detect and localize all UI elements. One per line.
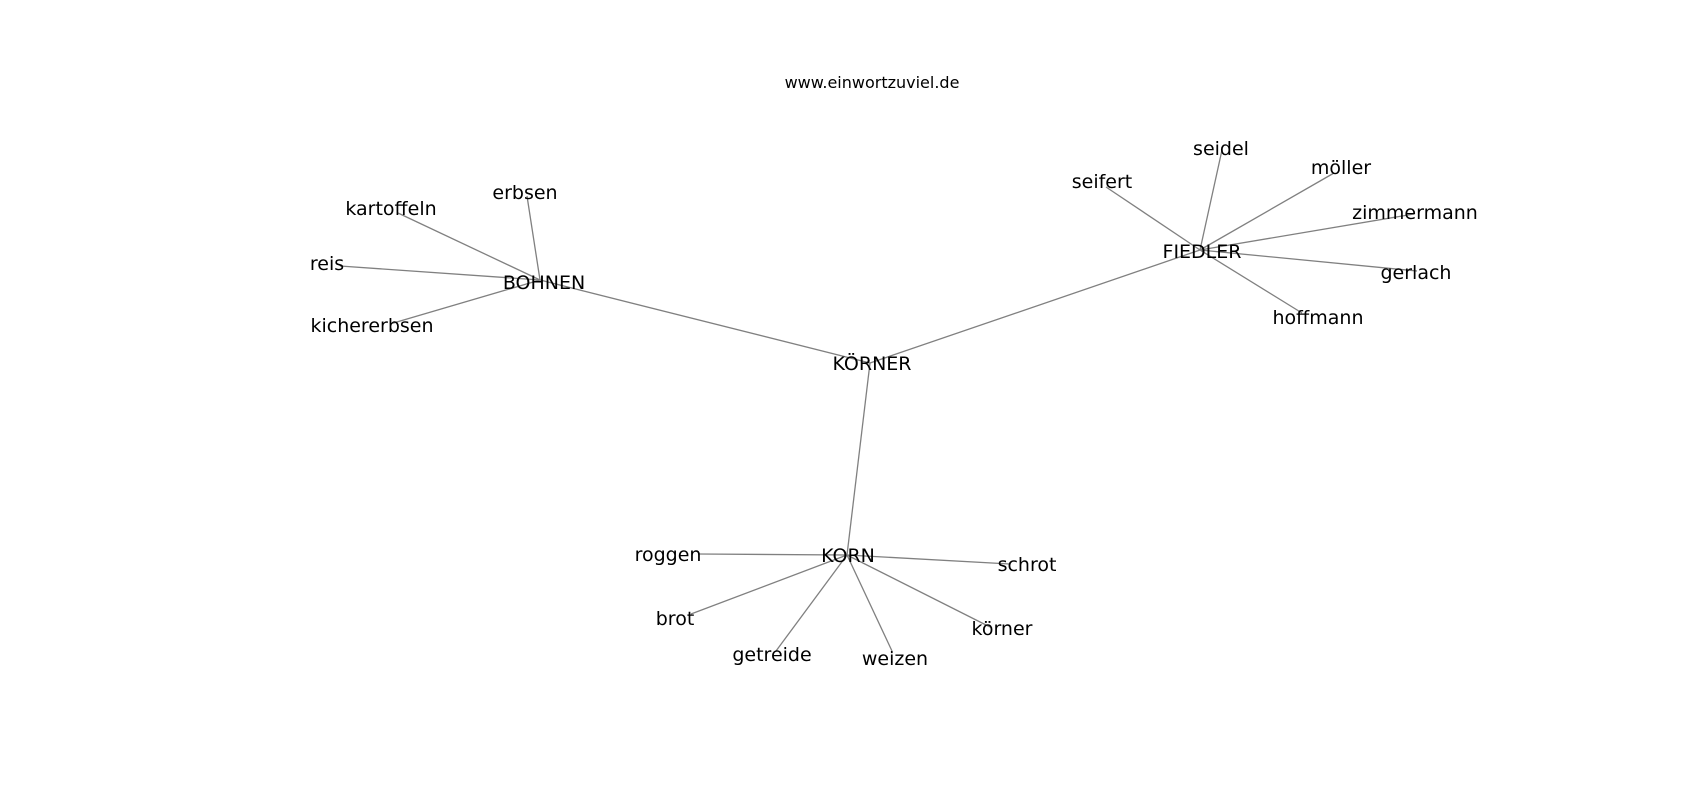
node-label-korn: KORN: [821, 545, 875, 567]
node-label-hoffmann: hoffmann: [1273, 307, 1364, 329]
node-label-koerner_center: KÖRNER: [833, 352, 912, 375]
node-label-zimmermann: zimmermann: [1352, 202, 1478, 224]
node-label-kartoffeln: kartoffeln: [345, 198, 436, 220]
edge-bohnen-kichererbsen: [389, 279, 541, 325]
node-label-gerlach: gerlach: [1381, 262, 1452, 284]
node-label-brot: brot: [656, 608, 695, 630]
edges-layer: [339, 149, 1418, 652]
edge-koerner_center-bohnen: [539, 279, 871, 364]
edge-bohnen-erbsen: [526, 195, 541, 281]
node-label-weizen: weizen: [862, 648, 928, 670]
edge-koerner_center-korn: [846, 362, 871, 556]
node-label-reis: reis: [310, 253, 344, 275]
edge-fiedler-hoffmann: [1199, 249, 1303, 314]
node-label-koerner_leaf: körner: [972, 618, 1033, 640]
node-label-moeller: möller: [1311, 157, 1371, 179]
node-label-seidel: seidel: [1193, 138, 1249, 160]
edge-korn-schrot: [846, 554, 1011, 565]
node-label-kichererbsen: kichererbsen: [310, 315, 433, 337]
edge-fiedler-gerlach: [1199, 249, 1418, 272]
edge-fiedler-seidel: [1199, 149, 1223, 251]
edge-korn-weizen: [846, 554, 893, 652]
edge-fiedler-zimmermann: [1199, 213, 1415, 251]
node-label-schrot: schrot: [998, 554, 1057, 576]
node-label-seifert: seifert: [1072, 171, 1133, 193]
edge-fiedler-moeller: [1199, 172, 1335, 251]
edge-koerner_center-fiedler: [869, 249, 1201, 364]
edge-korn-brot: [690, 554, 848, 615]
node-label-erbsen: erbsen: [492, 182, 557, 204]
edge-bohnen-reis: [339, 265, 541, 281]
site-title: www.einwortzuviel.de: [785, 73, 960, 92]
edge-fiedler-seifert: [1105, 186, 1201, 251]
node-label-bohnen: BOHNEN: [503, 272, 585, 294]
labels-layer: www.einwortzuviel.de KÖRNER BOHNEN erbsen k…: [310, 73, 1478, 670]
edge-korn-roggen: [697, 553, 848, 556]
node-label-getreide: getreide: [732, 644, 811, 666]
edge-bohnen-kartoffeln: [397, 212, 541, 281]
edge-korn-getreide: [775, 554, 848, 652]
node-label-roggen: roggen: [635, 544, 702, 566]
edge-korn-koerner_leaf: [846, 554, 991, 628]
node-label-fiedler: FIEDLER: [1163, 241, 1242, 263]
